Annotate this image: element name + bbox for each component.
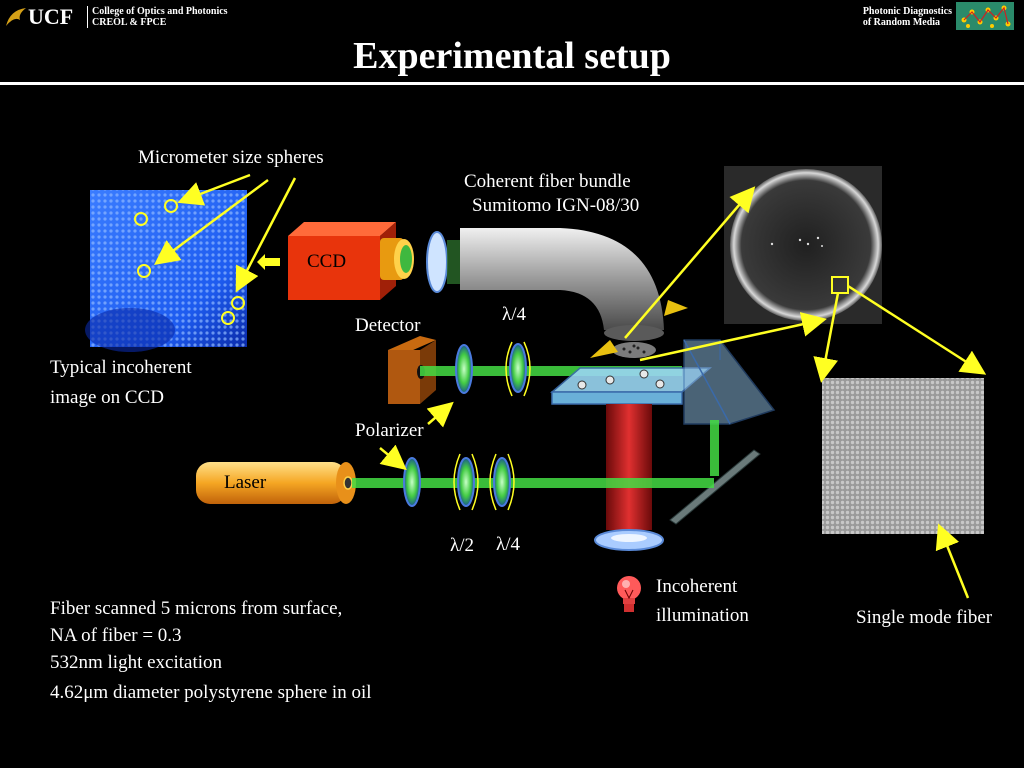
ccd-output-arrow (257, 254, 280, 270)
random-media-logo-icon (956, 2, 1014, 30)
group-name: Photonic Diagnostics of Random Media (863, 6, 952, 28)
polarizer-label: Polarizer (355, 420, 424, 441)
ccd-label: CCD (307, 251, 347, 272)
laser-label: Laser (224, 472, 267, 493)
note-line-4: 4.62μm diameter polystyrene sphere in oi… (50, 682, 372, 703)
red-illumination-beam (606, 404, 652, 530)
single-mode-fiber-image (822, 378, 984, 534)
laser-polarizer (403, 457, 421, 507)
ucf-logo-text: UCF (28, 4, 74, 29)
note-line-3: 532nm light excitation (50, 652, 223, 673)
title-rule (0, 82, 1024, 85)
lambda4-top-label: λ/4 (502, 304, 526, 325)
ccd-image-panel (85, 190, 247, 352)
lambda4-bottom-label: λ/4 (496, 534, 520, 555)
logo-separator (87, 6, 88, 28)
college-line1: College of Optics and Photonics (92, 6, 228, 17)
quarter-wave-plate-bottom (493, 457, 511, 507)
spheres-label: Micrometer size spheres (138, 147, 324, 168)
laser (196, 462, 356, 504)
group-line2: of Random Media (862, 17, 941, 28)
right-tip-cone (664, 300, 688, 316)
sphere-label-arrows (153, 173, 297, 293)
fiber-bundle (460, 228, 664, 358)
college-name: College of Optics and Photonics CREOL & … (92, 6, 228, 28)
lambda2-label: λ/2 (450, 535, 474, 556)
green-beam-ccd (447, 240, 461, 284)
slide-title: Experimental setup (353, 35, 671, 77)
incoherent-image-label-2: image on CCD (50, 387, 164, 408)
note-line-2: NA of fiber = 0.3 (50, 625, 182, 646)
fiber-bundle-label-2: Sumitomo IGN-08/30 (472, 195, 640, 216)
green-beam-laser (352, 478, 714, 488)
beam-splitter-prism (683, 339, 776, 425)
fiber-end-image (724, 166, 882, 324)
light-bulb-icon (617, 576, 641, 612)
left-tip-cone (590, 340, 618, 358)
steering-mirror (669, 449, 761, 525)
incoherent-image-label-1: Typical incoherent (50, 357, 192, 378)
single-mode-fiber-label: Single mode fiber (856, 607, 993, 628)
fiber-image-arrows (624, 186, 987, 599)
note-line-1: Fiber scanned 5 microns from surface, (50, 598, 343, 619)
half-wave-plate (457, 457, 475, 507)
group-line1: Photonic Diagnostics (862, 6, 952, 17)
incoherent-illumination-label-2: illumination (656, 605, 749, 626)
green-beam-vertical (710, 420, 719, 476)
ccd-camera (288, 222, 414, 300)
detector-label: Detector (355, 315, 421, 336)
polarizer-lens (455, 344, 473, 394)
college-line2: CREOL & FPCE (92, 17, 167, 28)
fiber-bundle-label-1: Coherent fiber bundle (464, 171, 631, 192)
sample-stage (549, 367, 713, 405)
sphere-marker-circles (134, 199, 245, 325)
quarter-wave-plate-top (509, 343, 527, 393)
incoherent-illumination-label-1: Incoherent (656, 576, 738, 597)
green-beam-detector (420, 366, 682, 376)
ccd-lens (426, 231, 448, 293)
pegasus-logo-icon (6, 8, 26, 26)
